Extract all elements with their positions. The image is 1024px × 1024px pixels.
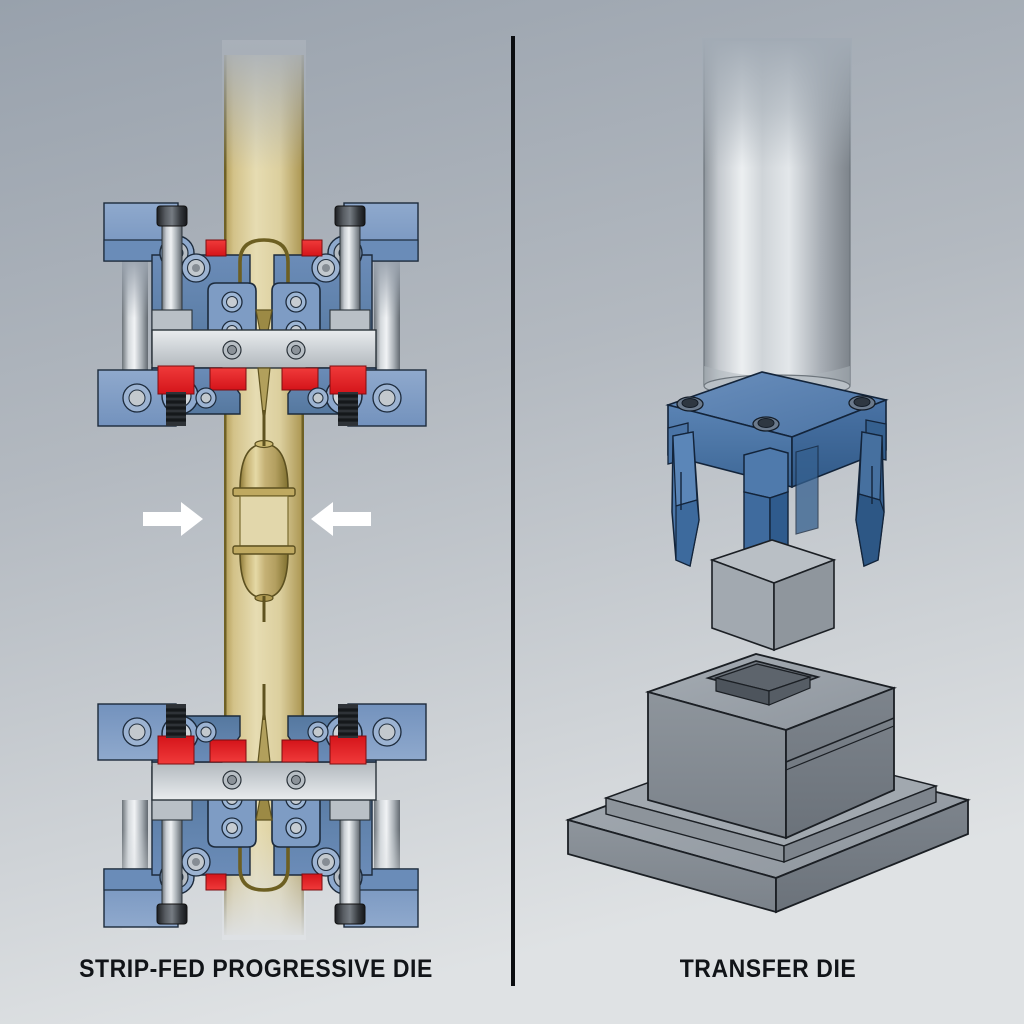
plate-bolt-front [752, 416, 780, 432]
panel-divider [511, 36, 515, 986]
feed-arrow-right [311, 502, 371, 536]
spring-stack-upper-left [157, 365, 195, 426]
gripper-finger-right [855, 431, 885, 568]
transfer-die-assembly [565, 38, 971, 914]
press-ram [702, 38, 852, 426]
lower-die-station [97, 684, 427, 928]
caption-progressive-die: STRIP-FED PROGRESSIVE DIE [79, 955, 433, 983]
workpiece-cube [709, 539, 837, 652]
plate-bolt-right [848, 395, 876, 411]
lower-die-block [565, 653, 971, 914]
feed-arrow-left [143, 502, 203, 536]
formed-workpiece [232, 424, 296, 622]
upper-die-station [97, 202, 427, 446]
caption-transfer-die: TRANSFER DIE [679, 955, 857, 983]
gripper-finger-left [671, 431, 700, 568]
shoulder-bolt-upper-right [329, 205, 371, 333]
progressive-die-assembly [97, 40, 427, 940]
spring-stack-upper-right [329, 365, 367, 426]
plate-bolt-left [676, 396, 704, 412]
shoulder-bolt-upper-left [151, 205, 193, 333]
